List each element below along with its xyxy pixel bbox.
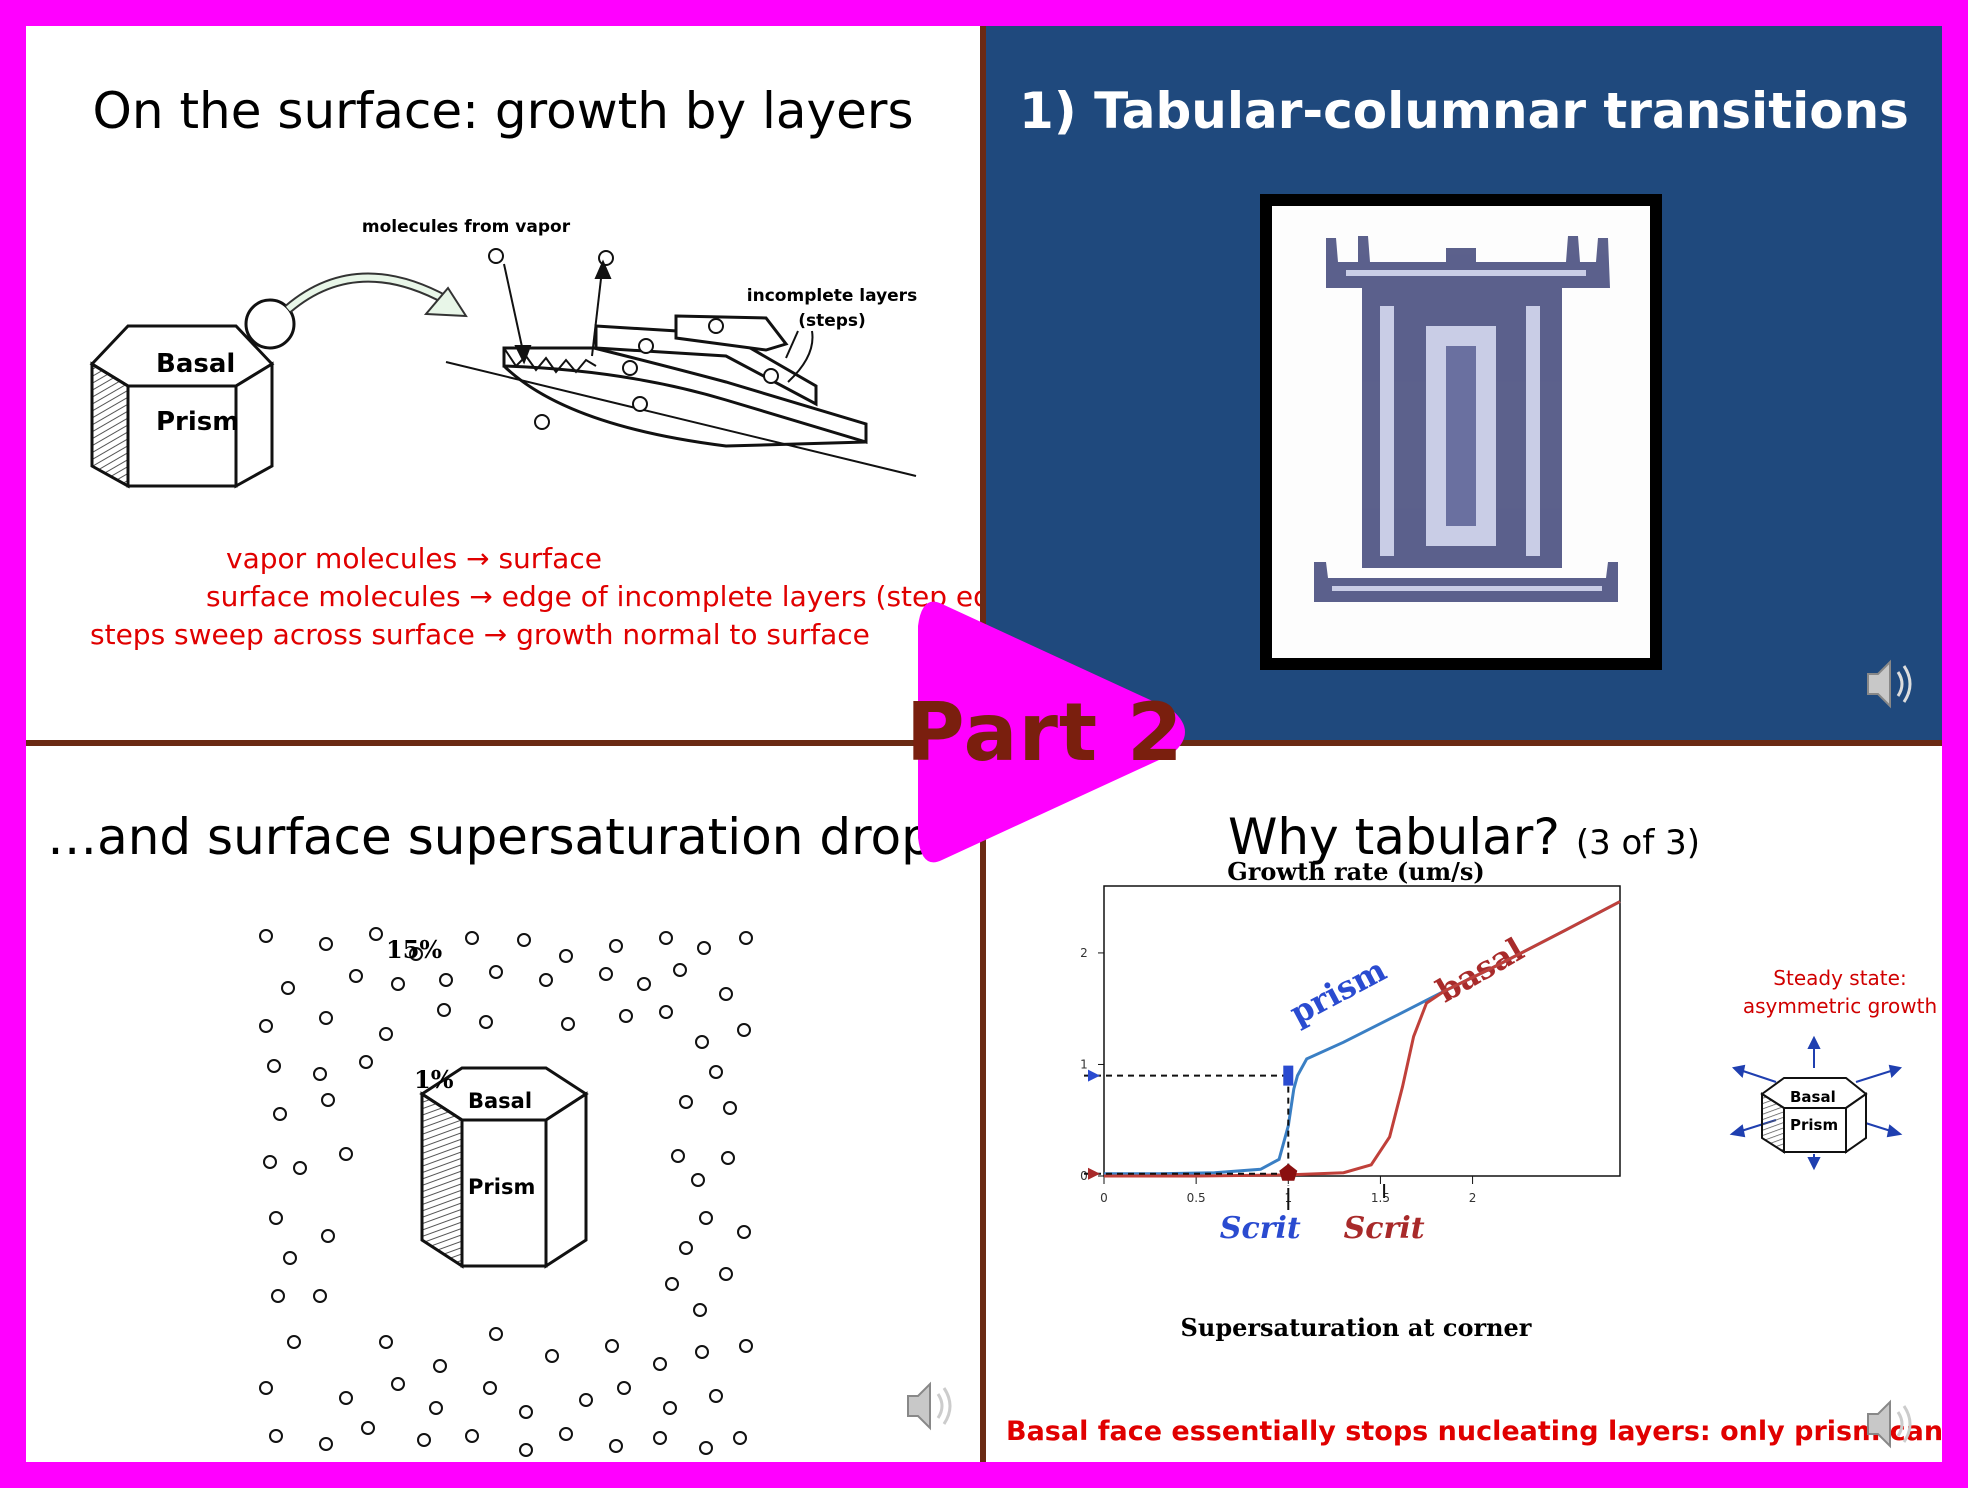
explanation-line-3: steps sweep across surface → growth norm… (90, 618, 870, 651)
steady-state-line-2: asymmetric growth (1742, 994, 1938, 1018)
x-tick-label: 1.5 (1371, 1191, 1390, 1205)
label-steps: (steps) (798, 311, 866, 331)
arrow-basal-level (1088, 1167, 1100, 1180)
x-tick-label: 2 (1469, 1191, 1477, 1205)
panel-title: On the surface: growth by layers (92, 82, 914, 140)
explanation-line-1: vapor molecules → surface (226, 542, 602, 575)
plot-area (1103, 885, 1621, 1177)
x-tick-label: 0 (1100, 1191, 1108, 1205)
panel-why-tabular: Why tabular? (3 of 3) Growth rate (um/s)… (986, 748, 1942, 1462)
panel-title-suffix: (3 of 3) (1575, 823, 1700, 863)
panel-growth-by-layers: On the surface: growth by layers (26, 26, 980, 740)
zoom-circle (244, 298, 296, 350)
conclusion-note: Basal face essentially stops nucleating … (1006, 1416, 1942, 1447)
label-15-percent: 15% (386, 935, 442, 964)
arrow-prism-level (1088, 1069, 1100, 1082)
steady-state-line-1: Steady state: (1773, 966, 1907, 990)
hex-label-prism: Prism (468, 1175, 535, 1199)
asymmetric-growth-diagram: Basal Prism (1729, 1035, 1903, 1171)
panel-surface-supersaturation: …and surface supersaturation drops (26, 748, 980, 1462)
y-tick-label: 1 (1080, 1057, 1088, 1071)
part-2-label[interactable]: Part 2 (906, 686, 1184, 779)
speaker-icon[interactable] (1862, 656, 1922, 712)
label-1-percent: 1% (414, 1065, 454, 1094)
growth-rate-chart: Growth rate (um/s) Supersaturation at co… (1080, 857, 1621, 1342)
layered-surface (445, 314, 917, 477)
vapor-molecules (259, 927, 753, 1457)
scrit-prism-label: Scrit (1220, 1211, 1301, 1246)
explanation-line-2: surface molecules → edge of incomplete l… (206, 580, 980, 613)
hex-label-basal: Basal (468, 1089, 532, 1113)
slide-frame: On the surface: growth by layers (26, 26, 1942, 1462)
y-tick-label: 2 (1080, 946, 1088, 960)
hex-label-basal: Basal (156, 349, 235, 379)
y-tick-label: 0 (1080, 1169, 1088, 1183)
basal-critical-marker (1279, 1163, 1298, 1181)
panel-tabular-columnar: 1) Tabular-columnar transitions (986, 26, 1942, 740)
hex-label-basal: Basal (1790, 1088, 1836, 1106)
panel-title-main: Why tabular? (1227, 808, 1560, 866)
hex-label-prism: Prism (1790, 1116, 1838, 1134)
panel-title: Why tabular? (3 of 3) (986, 808, 1942, 866)
x-axis-label: Supersaturation at corner (1181, 1313, 1532, 1342)
panel-title: …and surface supersaturation drops (47, 808, 959, 866)
speaker-icon[interactable] (902, 1378, 962, 1434)
hex-label-prism: Prism (156, 407, 239, 437)
x-tick-label: 0.5 (1187, 1191, 1206, 1205)
panel-title: 1) Tabular-columnar transitions (1019, 82, 1909, 140)
scrit-basal-label: Scrit (1344, 1211, 1425, 1246)
layer-growth-diagram: molecules from vapor incomplete layers (… (89, 217, 917, 489)
label-molecules-from-vapor: molecules from vapor (362, 217, 571, 237)
chart-title: Growth rate (um/s) (1227, 857, 1484, 886)
vapor-arrows (503, 259, 814, 383)
molecules (488, 248, 779, 430)
hex-prism-shape (89, 324, 275, 489)
prism-critical-marker (1283, 1065, 1294, 1086)
speaker-icon[interactable] (1862, 1396, 1922, 1452)
play-button-icon[interactable] (902, 586, 1200, 878)
label-incomplete-layers: incomplete layers (747, 286, 917, 306)
crystal-photo (1260, 194, 1662, 670)
supersaturation-diagram: 15% 1% Basal Prism (259, 927, 753, 1457)
hex-prism-shape (419, 1066, 589, 1269)
